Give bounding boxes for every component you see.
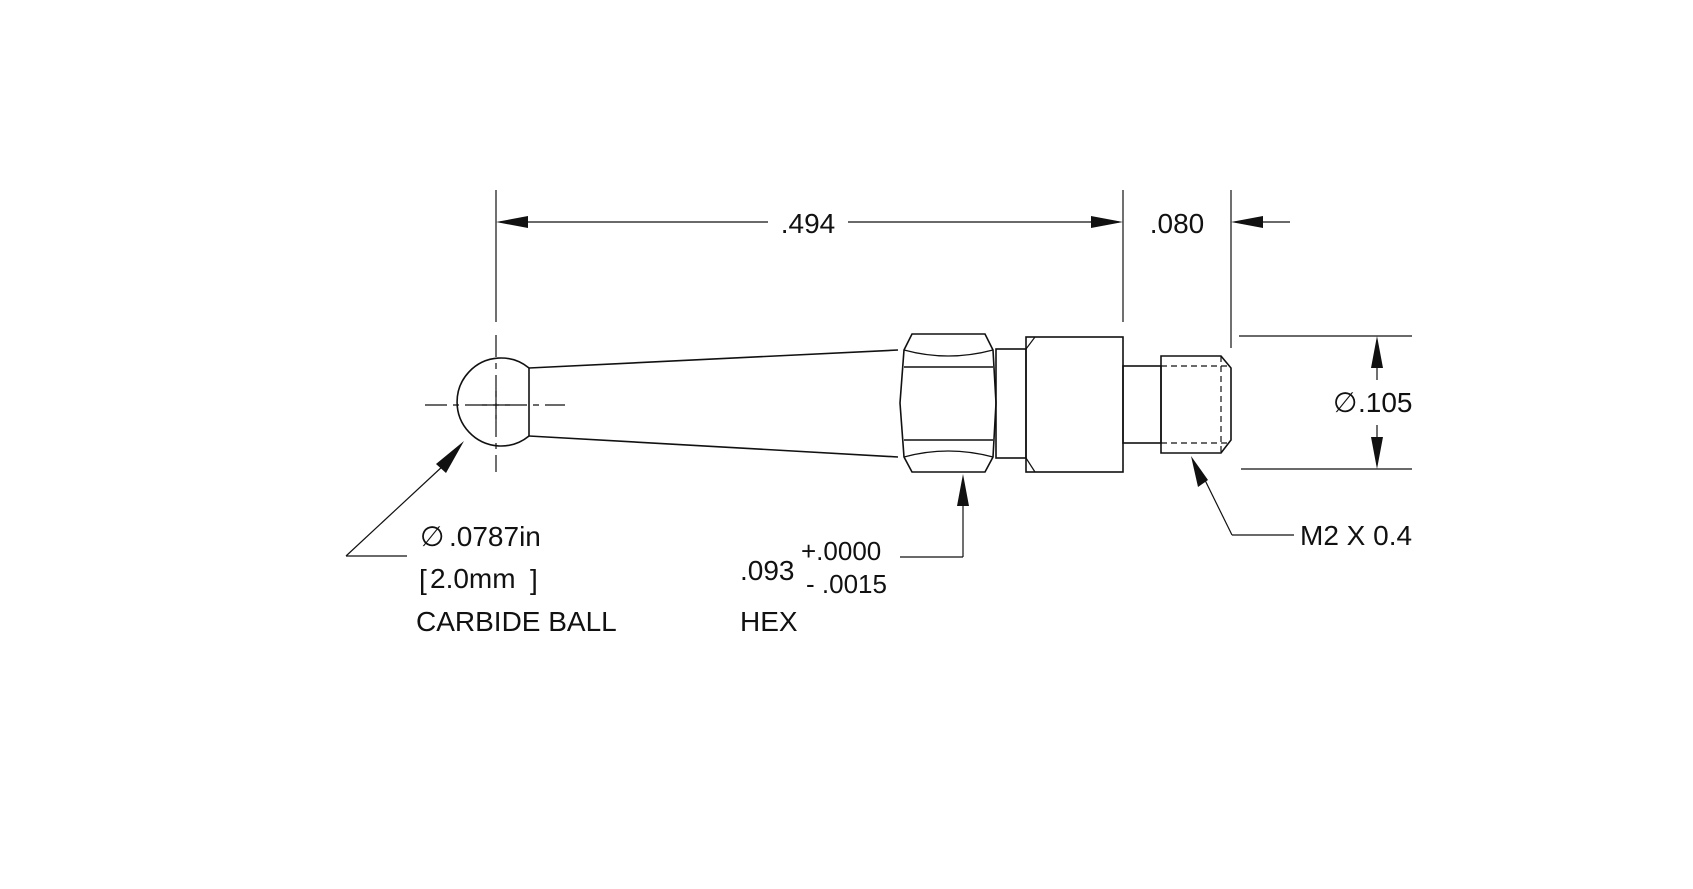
ball-diameter-mm-open: [ [419,564,427,595]
ball-callout: ∅ .0787in [ 2.0mm ] CARBIDE BALL [345,441,617,637]
hex-nominal-value: .093 [740,555,795,586]
hex-facet-lower [903,450,994,458]
arrowhead-diameter-bottom [1371,437,1383,469]
hex-callout: .093 +.0000 - .0015 HEX [740,474,969,637]
ball-diameter-mm: 2.0mm [430,563,516,594]
ball-diameter-in: .0787in [449,521,541,552]
thread-spec-callout: M2 X 0.4 [1191,456,1412,551]
arrowhead-left [496,216,528,228]
hex-label: HEX [740,606,798,637]
stem-bottom-edge [528,435,899,458]
arrowhead-diameter-top [1371,336,1383,368]
arrowhead-thread-spec [1191,456,1208,487]
shoulder-chamfer-bottom [1025,457,1036,473]
thread-spec-label: M2 X 0.4 [1300,520,1412,551]
ball-material-label: CARBIDE BALL [416,606,617,637]
thread-length-dimension: .080 [1150,190,1290,348]
hex-section [899,333,997,473]
thread-relief [1122,365,1162,444]
leader-thread-spec-diagonal [1199,469,1233,536]
ball-diameter-mm-close: ] [530,564,538,595]
leader-ball-diagonal [345,464,445,557]
hex-facet-upper [903,349,994,357]
overall-length-dimension: .494 [495,190,1124,322]
shoulder-chamfer-top [1025,336,1036,350]
stylus-part [425,333,1232,473]
shoulder-section [1025,336,1124,473]
neck-section [995,348,1027,459]
thread-diameter-value: .105 [1358,387,1413,418]
arrowhead-right [1091,216,1123,228]
hex-upper-tolerance: +.0000 [801,536,881,566]
carbide-ball-outline [456,357,530,447]
ball-diameter-symbol: ∅ [420,521,444,552]
arrowhead-hex [957,474,969,506]
overall-length-value: .494 [781,208,836,239]
thread-diameter-symbol: ∅ [1333,387,1357,418]
arrowhead-ball [436,441,464,473]
hex-lower-tolerance: - .0015 [806,569,887,599]
thread-diameter-dimension: ∅ .105 [1239,335,1413,470]
thread-length-value: .080 [1150,208,1205,239]
arrowhead-thread-end [1231,216,1263,228]
stem-top-edge [528,349,899,369]
